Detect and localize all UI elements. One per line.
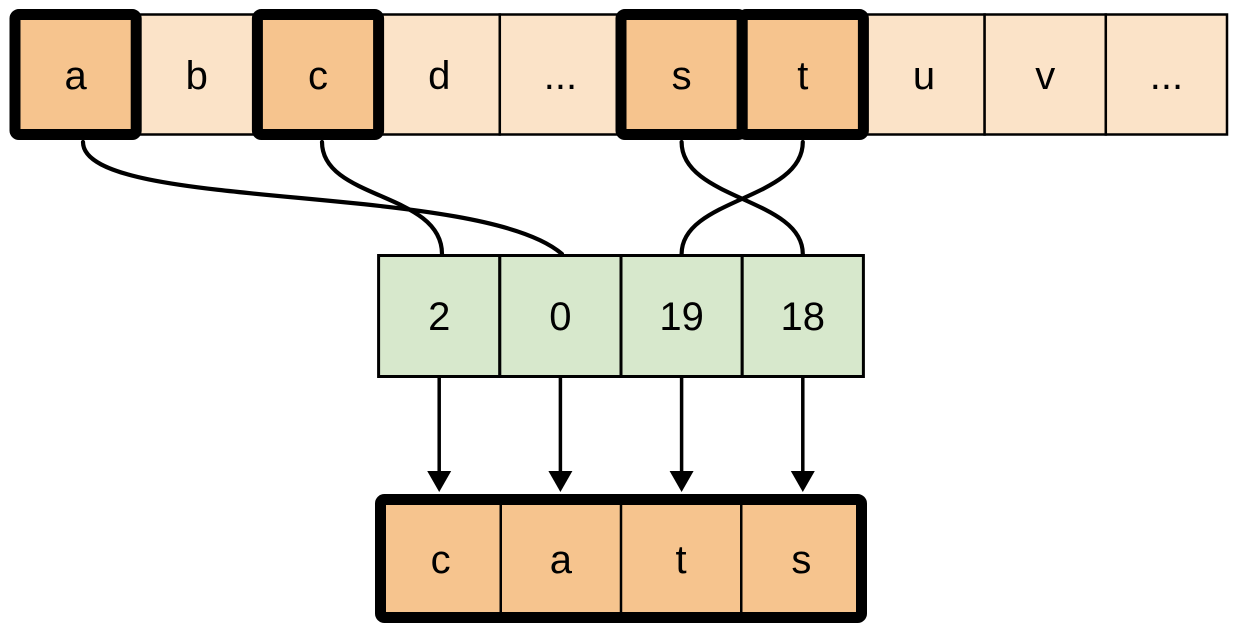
alphabet-cell-a-highlighted — [9, 9, 142, 140]
index-value-0: 2 — [428, 295, 450, 339]
output-row: c a t s — [375, 494, 867, 623]
alphabet-label-ellipsis-2: ... — [1150, 54, 1183, 98]
alphabet-label-d: d — [428, 54, 450, 98]
alphabet-label-a: a — [64, 54, 87, 98]
alphabet-label-t: t — [797, 54, 808, 98]
connector-a-to-0 — [80, 139, 565, 257]
arrow-head-icon-0 — [427, 471, 452, 492]
alphabet-row: a b c d ... s t u v ... — [9, 9, 1229, 140]
letter-to-index-connectors — [80, 139, 805, 257]
alphabet-label-u: u — [913, 54, 935, 98]
alphabet-cell-v — [983, 13, 1108, 136]
index-cell-2 — [619, 254, 744, 378]
index-value-1: 0 — [549, 295, 571, 339]
alphabet-cell-b — [134, 13, 259, 136]
alphabet-cell-t-highlighted — [736, 9, 869, 140]
arrow-head-icon-3 — [790, 471, 815, 492]
index-row: 2 0 19 18 — [377, 254, 865, 378]
alphabet-label-v: v — [1035, 54, 1055, 98]
alphabet-cell-ellipsis-2 — [1104, 13, 1229, 136]
index-value-3: 18 — [781, 295, 826, 339]
alphabet-cell-ellipsis-1 — [498, 13, 623, 136]
connector-t-to-19 — [679, 139, 805, 257]
alphabet-cell-d — [377, 13, 502, 136]
index-cell-3 — [740, 254, 865, 378]
alphabet-label-c: c — [308, 54, 328, 98]
alphabet-cell-c-highlighted — [251, 9, 385, 140]
index-cell-0 — [377, 254, 502, 378]
index-to-output-arrows — [427, 377, 815, 492]
output-letter-2: t — [676, 538, 687, 582]
connector-c-to-2 — [319, 139, 445, 257]
output-letter-1: a — [550, 538, 573, 582]
alphabet-label-s: s — [672, 54, 692, 98]
arrow-head-icon-1 — [548, 471, 573, 492]
index-value-2: 19 — [659, 295, 704, 339]
arrow-head-icon-2 — [669, 471, 694, 492]
output-letter-3: s — [791, 538, 811, 582]
alphabet-label-ellipsis-1: ... — [544, 54, 577, 98]
output-letter-0: c — [431, 538, 451, 582]
alphabet-label-b: b — [186, 54, 208, 98]
